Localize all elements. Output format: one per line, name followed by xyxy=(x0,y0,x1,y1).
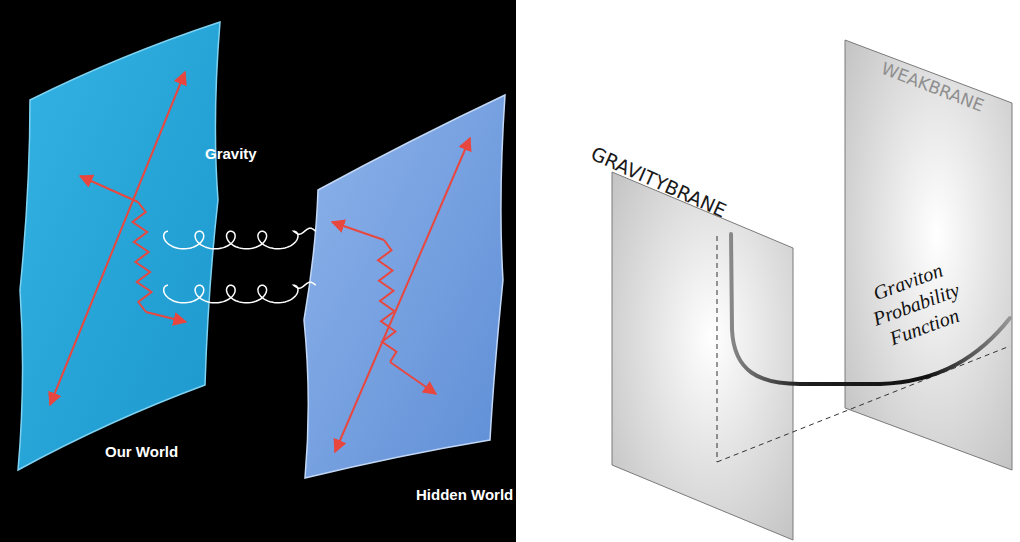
brane-node: GRAVITYBRANE xyxy=(598,150,798,542)
red-arrow xyxy=(390,362,436,394)
world-label: Hidden World xyxy=(416,486,513,503)
graviton-coil xyxy=(164,282,316,303)
red-arrow xyxy=(146,312,186,322)
hidden-world-sheet xyxy=(304,95,505,478)
graviton-curve xyxy=(731,234,1010,384)
gravity-label: Gravity xyxy=(205,145,257,162)
zigzag-line xyxy=(133,202,152,312)
zigzag-line xyxy=(378,240,397,362)
brane-node: WEAKBRANE xyxy=(840,34,1018,476)
dashed-axis xyxy=(717,346,1010,462)
dark-panel xyxy=(0,0,516,542)
graviton-coil xyxy=(164,228,316,249)
world-label: Our World xyxy=(105,443,178,460)
dashed-axis xyxy=(717,236,718,462)
our-world-sheet xyxy=(18,22,220,470)
weak-brane-plane xyxy=(840,34,1018,476)
plane-outline xyxy=(845,40,1012,470)
red-arrow xyxy=(80,176,138,202)
red-arrow xyxy=(335,138,470,452)
plane-outline xyxy=(612,172,793,540)
red-arrow xyxy=(332,222,384,240)
